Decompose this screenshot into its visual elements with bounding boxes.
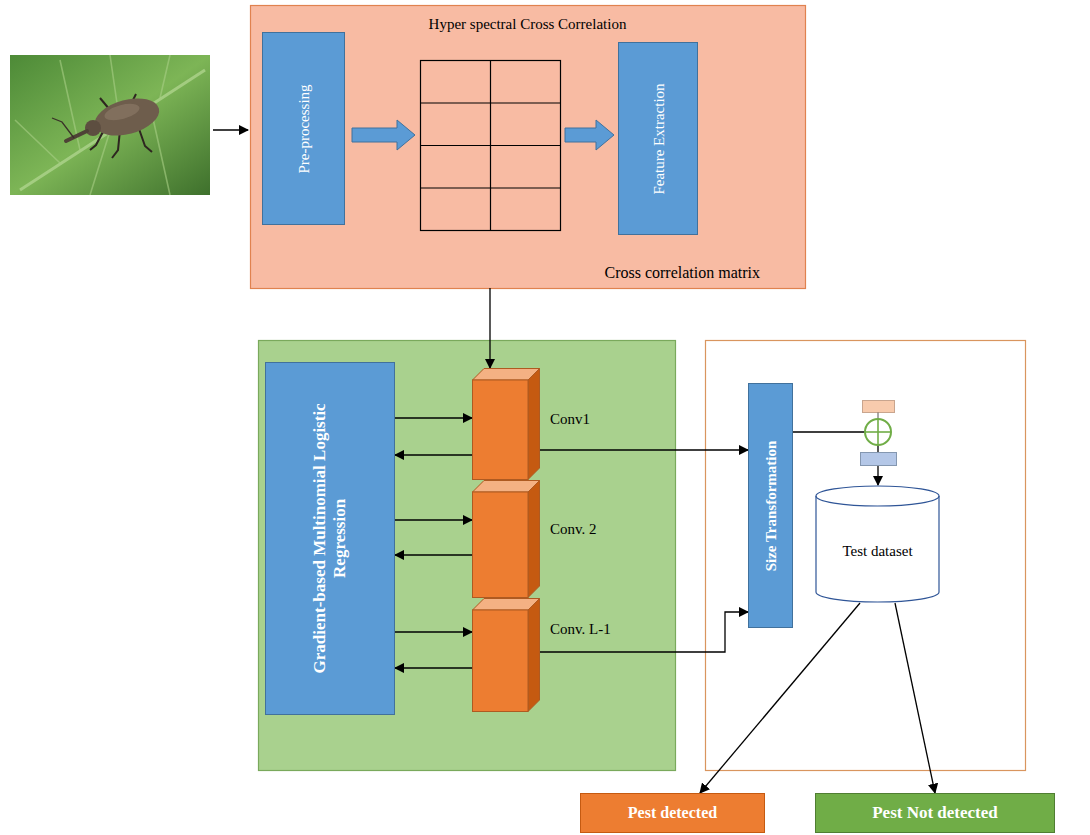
flow-arrow [395, 667, 472, 668]
test-panel-ground [706, 341, 1026, 771]
box-label: Gradient-based Multinomial Logistic Regr… [310, 369, 351, 708]
box-label: Size Transformation [762, 390, 780, 621]
process-box: Pre-processing [262, 32, 345, 225]
flow-arrow [395, 417, 472, 418]
flow-arrow [700, 603, 860, 793]
regression-box: Gradient-based Multinomial Logistic Regr… [265, 362, 395, 715]
conv-block-shape [472, 480, 540, 598]
input-arrow [213, 129, 248, 130]
dataset-cylinder: Test dataset [815, 485, 940, 603]
box-label: Feature Extraction [649, 49, 667, 228]
block-arrow [565, 120, 614, 150]
conv-side-face [528, 481, 540, 598]
block-arrow [352, 120, 415, 150]
flow-arrow [540, 612, 748, 652]
layer-label: Conv. 2 [550, 520, 597, 538]
cylinder-rim [816, 496, 939, 506]
conv-side-face [528, 599, 540, 712]
dataset-label: Test dataset [842, 528, 912, 560]
conv-front-face [473, 492, 529, 598]
correlation-panel-ground [251, 6, 806, 289]
flow-arrow [395, 631, 472, 632]
flow-arrow [489, 288, 490, 368]
correlation-panel: Pre-processing Feature Extraction Hyper sp… [250, 5, 805, 288]
result-box: Pest detected [580, 793, 765, 833]
flow-arrow [540, 449, 748, 450]
result-label: Pest detected [628, 803, 717, 822]
flow-arrow [395, 454, 472, 455]
matrix-grid [421, 61, 561, 231]
flow-arrow [395, 554, 472, 555]
layer-label: Conv. L-1 [550, 620, 611, 638]
process-box: Feature Extraction [618, 42, 698, 235]
cylinder-body [816, 486, 939, 602]
layer-label: Conv1 [550, 410, 590, 428]
result-label: Pest Not detected [872, 803, 998, 823]
box-label: Pre-processing [295, 39, 313, 218]
conv-block-shape [472, 598, 540, 712]
panel-caption: Cross correlation matrix [604, 263, 760, 282]
conv-block-shape [472, 368, 540, 480]
panel-title: Hyper spectral Cross Correlation [429, 15, 627, 33]
flow-arrow [395, 519, 472, 520]
conv-layer: Conv. 2 [472, 480, 540, 598]
transform-box: Size Transformation [748, 383, 793, 628]
fusion-icon [861, 401, 897, 466]
pest-photo [10, 55, 210, 195]
conv-front-face [473, 380, 529, 480]
conv-front-face [473, 610, 529, 712]
conv-layer: Conv. L-1 [472, 598, 540, 712]
conv-layer: Conv1 [472, 368, 540, 480]
conv-side-face [528, 369, 540, 480]
flow-arrow [895, 603, 935, 793]
regression-panel-ground [259, 341, 676, 771]
result-box: Pest Not detected [815, 793, 1055, 833]
